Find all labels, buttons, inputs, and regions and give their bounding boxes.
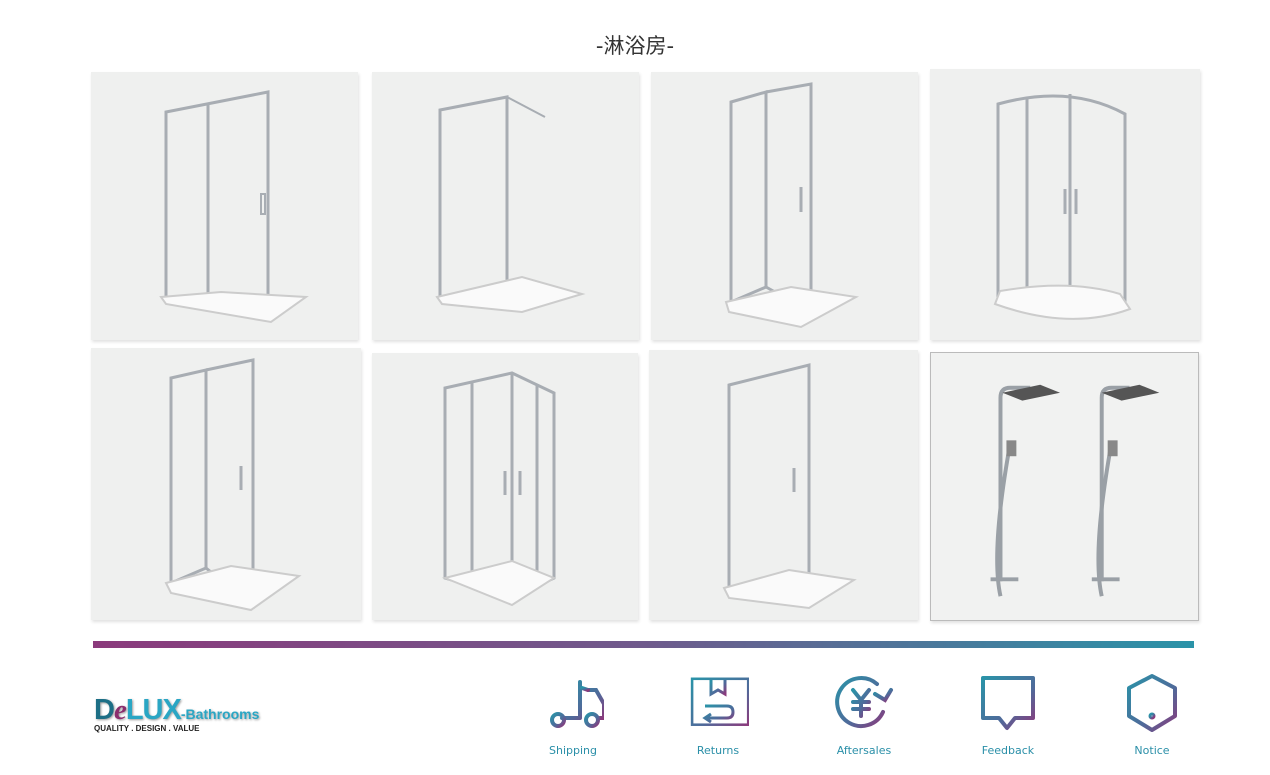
alert-hexagon-icon (1127, 674, 1177, 732)
product-tile-walk-in[interactable] (372, 72, 639, 340)
return-box-icon (690, 677, 749, 726)
service-aftersales[interactable]: Aftersales (809, 672, 919, 757)
shower-enclosure-image (159, 90, 309, 324)
service-label: Notice (1134, 744, 1170, 757)
product-tile-pivot-door[interactable] (649, 350, 918, 620)
section-title: -淋浴房- (595, 34, 675, 58)
service-notice[interactable]: Notice (1097, 672, 1207, 757)
product-tile-bifold-door[interactable] (651, 72, 918, 340)
service-shipping[interactable]: Shipping (518, 672, 628, 757)
product-tile-shower-set[interactable] (930, 352, 1199, 621)
yen-refresh-icon (835, 676, 893, 729)
shower-enclosure-image (724, 82, 860, 329)
delux-logo[interactable]: DeLUX-Bathrooms QUALITY . DESIGN . VALUE (94, 694, 260, 733)
truck-icon (542, 680, 604, 728)
product-tile-sliding-door[interactable] (91, 72, 358, 340)
logo-tagline: QUALITY . DESIGN . VALUE (94, 724, 200, 733)
service-returns[interactable]: Returns (663, 672, 773, 757)
product-tile-corner-entry[interactable] (372, 353, 638, 620)
shower-enclosure-image (993, 94, 1132, 320)
service-label: Returns (696, 744, 740, 757)
message-icon (981, 676, 1035, 730)
logo-suffix: -Bathrooms (180, 706, 260, 722)
shower-enclosure-image (441, 371, 557, 607)
shower-enclosure-image (435, 95, 586, 314)
service-label: Feedback (981, 744, 1035, 757)
product-tile-quadrant[interactable] (930, 69, 1200, 340)
shower-enclosure-image (722, 363, 857, 610)
shower-enclosure-image (164, 358, 302, 612)
service-label: Aftersales (836, 744, 892, 757)
gradient-divider (93, 641, 1194, 648)
product-tile-bifold-side-panel[interactable] (91, 348, 361, 620)
service-feedback[interactable]: Feedback (953, 672, 1063, 757)
service-label: Shipping (549, 744, 597, 757)
shower-set-image (990, 384, 1160, 597)
